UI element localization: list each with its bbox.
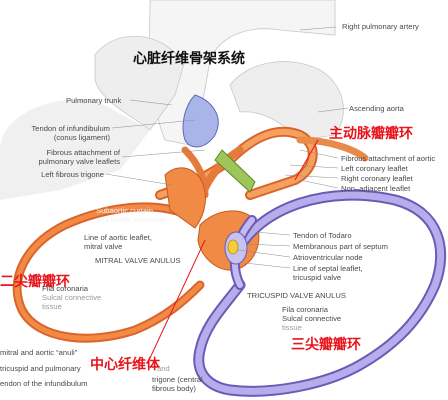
mitral-anulus-label: MITRAL VALVE ANULUS [95, 256, 181, 265]
trigone-line1: trigone (central [152, 375, 203, 384]
tricuspid-ring-label: 三尖瓣瓣环 [291, 337, 361, 353]
line-aortic-line1: Line of aortic leaflet, [84, 233, 152, 242]
subaortic-line2: and leaflet extension [96, 215, 166, 224]
av-node-shape [227, 239, 239, 255]
fibrous-aortic-label: Fibrous attachment of aortic [341, 154, 436, 163]
tendon-todaro-label: Tendon of Todaro [293, 231, 352, 240]
pulmonary-trunk-label: Pulmonary trunk [66, 96, 122, 105]
fibrous-pulmonary-label: Fibrous attachment of pulmonary valve le… [10, 148, 120, 166]
line-septal-line1: Line of septal leaflet, [293, 264, 363, 273]
fila-left-line1: Fila coronaria [42, 284, 89, 293]
trigone-line2: fibrous body) [152, 384, 196, 393]
fila-right-label: Fila coronaria Sulcal connective tissue [282, 305, 341, 332]
line-septal-line2: tricuspid valve [293, 273, 342, 282]
fila-left-line2: Sulcal connective [42, 293, 102, 302]
fila-left-line3: tissue [42, 302, 62, 311]
bottom-and-label: and [157, 364, 170, 373]
subaortic-line1: Subaortic curtain [96, 206, 153, 215]
fila-right-line2: Sulcal connective [282, 314, 342, 323]
central-body-label: 中心纤维体 [90, 357, 160, 373]
fibrous-pulmonary-line1: Fibrous attachment of [46, 148, 120, 157]
fila-right-line3: tissue [282, 323, 302, 332]
membranous-septum-label: Membranous part of septum [293, 242, 388, 251]
mitral-ring-label: 二尖瓣瓣环 [0, 274, 70, 290]
right-pulmonary-artery-label: Right pulmonary artery [342, 22, 419, 31]
fibrous-pulmonary-line2: pulmonary valve leaflets [38, 157, 120, 166]
subaortic-label: Subaortic curtain and leaflet extension [96, 206, 166, 224]
bottom-line2-label: tricuspid and pulmonary [0, 364, 81, 373]
leader-lines [105, 26, 349, 269]
ascending-aorta-label: Ascending aorta [349, 104, 404, 113]
line-aortic-label: Line of aortic leaflet, mitral valve [84, 233, 152, 251]
trigone-central-label: trigone (central fibrous body) [152, 375, 203, 393]
left-fibrous-trigone-label: Left fibrous trigone [41, 170, 104, 179]
tricuspid-anulus-label: TRICUSPID VALVE ANULUS [247, 291, 346, 300]
left-coronary-leaflet-label: Left coronary leaflet [341, 164, 408, 173]
aortic-ring-label: 主动脉瓣瓣环 [329, 126, 413, 142]
non-adjacent-leaflet-label: Non–adjacent leaflet [341, 184, 411, 193]
bottom-line3-label: endon of the infundibulum [0, 379, 88, 388]
line-septal-label: Line of septal leaflet, tricuspid valve [293, 264, 363, 282]
conus-ligament-shape [182, 94, 219, 148]
pointer-lines [149, 139, 319, 359]
fila-right-line1: Fila coronaria [282, 305, 329, 314]
right-coronary-leaflet-label: Right coronary leaflet [341, 174, 413, 183]
green-ligament-shape [214, 149, 256, 193]
fila-left-label: Fila coronaria Sulcal connective tissue [42, 284, 101, 311]
line-aortic-line2: mitral valve [84, 242, 123, 251]
tendon-infundibulum-line1: Tendon of infundibulum [31, 124, 110, 133]
diagram-title: 心脏纤维骨架系统 [133, 51, 245, 67]
tendon-infundibulum-line2: (conus ligament) [53, 133, 110, 142]
left-fibrous-trigone-shape [164, 167, 206, 229]
av-node-label: Atrioventricular node [293, 253, 363, 262]
bottom-line1-label: mitral and aortic “anuli” [0, 348, 78, 357]
tendon-infundibulum-label: Tendon of infundibulum (conus ligament) [10, 124, 110, 142]
